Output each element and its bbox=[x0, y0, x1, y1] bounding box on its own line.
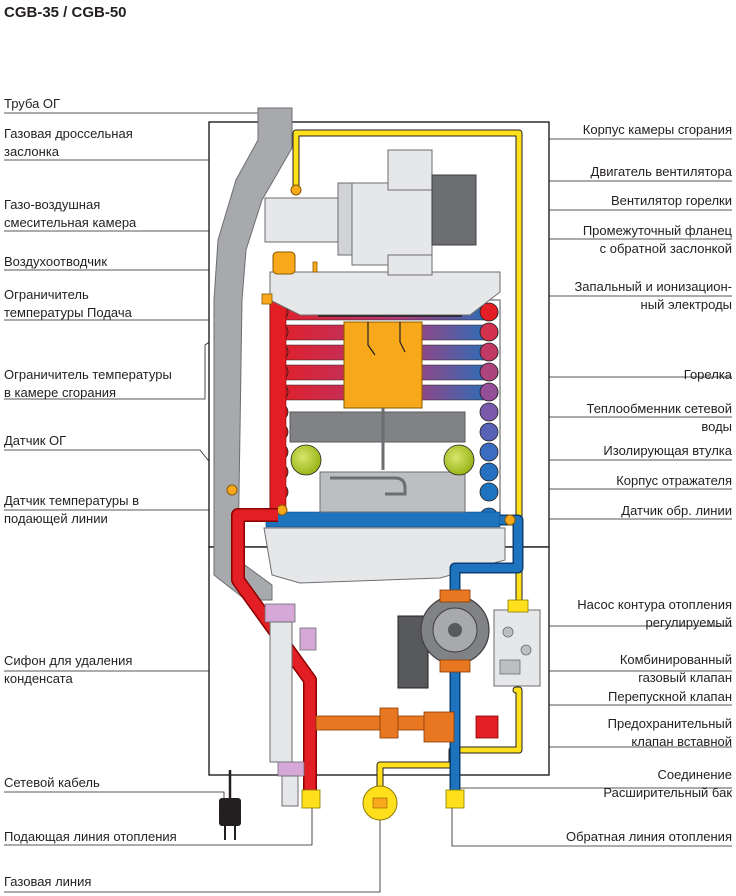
chamber-limiter-dot bbox=[312, 261, 318, 273]
mixing-chamber-shape bbox=[264, 197, 344, 243]
insulating-sleeve-left bbox=[290, 444, 322, 476]
gas-valve-shape bbox=[493, 599, 541, 687]
flow-pipe-inner bbox=[269, 281, 287, 515]
flange-shape bbox=[337, 182, 353, 256]
condensate-trap-shape bbox=[264, 603, 317, 807]
label-heating-return: Обратная линия отопления bbox=[565, 829, 732, 844]
electrode-left bbox=[367, 322, 376, 356]
fan-motor-shape bbox=[431, 174, 477, 246]
return-pipe-inner bbox=[265, 511, 501, 528]
fan-housing bbox=[351, 182, 433, 266]
return-sensor-dot bbox=[504, 514, 516, 526]
chamber-bottom-shell bbox=[263, 527, 506, 584]
flow-connector bbox=[301, 789, 321, 809]
leader-heating-flow bbox=[4, 805, 313, 846]
electrode-right bbox=[399, 322, 406, 353]
bypass-valve-body bbox=[423, 711, 455, 743]
return-connector bbox=[445, 789, 465, 809]
combustion-chamber bbox=[263, 271, 506, 584]
label-flue-pipe: Труба ОГ bbox=[4, 96, 61, 111]
gas-throttle-dot bbox=[290, 184, 302, 196]
safety-valve-shape bbox=[475, 715, 499, 739]
label-electrodes: Запальный и ионизацион-ный электроды bbox=[574, 279, 732, 312]
inner-dark-box bbox=[289, 411, 466, 443]
burner-shape bbox=[343, 321, 423, 409]
label-gas-line: Газовая линия bbox=[4, 874, 92, 889]
label-insulating-sleeve: Изолирующая втулка bbox=[603, 443, 732, 458]
label-bypass-valve: Перепускной клапан bbox=[608, 689, 732, 704]
connectors bbox=[301, 785, 465, 821]
label-chamber-housing: Корпус камеры сгорания bbox=[582, 122, 732, 137]
label-heating-flow: Подающая линия отопления bbox=[4, 829, 177, 844]
bypass-pipe bbox=[315, 715, 427, 731]
label-fan-motor: Двигатель вентилятора bbox=[590, 164, 732, 179]
flow-limiter-dot bbox=[261, 293, 273, 305]
flue-sensor-dot bbox=[226, 484, 238, 496]
leader-gas-line bbox=[4, 815, 381, 893]
pump-shape bbox=[397, 589, 490, 689]
label-reflector-housing: Корпус отражателя bbox=[616, 473, 732, 488]
leader-flue-sensor bbox=[4, 449, 233, 491]
power-cable-shape bbox=[219, 770, 241, 840]
flow-temp-sensor-dot bbox=[276, 504, 288, 516]
leader-power-cable bbox=[4, 791, 225, 808]
fan-outlet bbox=[387, 254, 433, 276]
leader-heating-return bbox=[451, 808, 732, 847]
air-vent-shape bbox=[272, 251, 296, 275]
label-air-vent: Воздухоотводчик bbox=[4, 254, 108, 269]
label-return-sensor: Датчик обр. линии bbox=[621, 503, 732, 518]
label-burner: Горелка bbox=[683, 367, 732, 382]
fan-housing-top bbox=[387, 149, 433, 191]
burner-top-plate bbox=[269, 271, 501, 316]
label-flue-sensor: Датчик ОГ bbox=[4, 433, 67, 448]
fan-assembly bbox=[264, 149, 477, 276]
diagram-title: CGB-35 / CGB-50 bbox=[4, 4, 127, 21]
label-power-cable: Сетевой кабель bbox=[4, 775, 100, 790]
label-burner-fan: Вентилятор горелки bbox=[610, 193, 732, 208]
insulating-sleeve-right bbox=[443, 444, 475, 476]
flue-pipe-shape bbox=[213, 107, 293, 601]
